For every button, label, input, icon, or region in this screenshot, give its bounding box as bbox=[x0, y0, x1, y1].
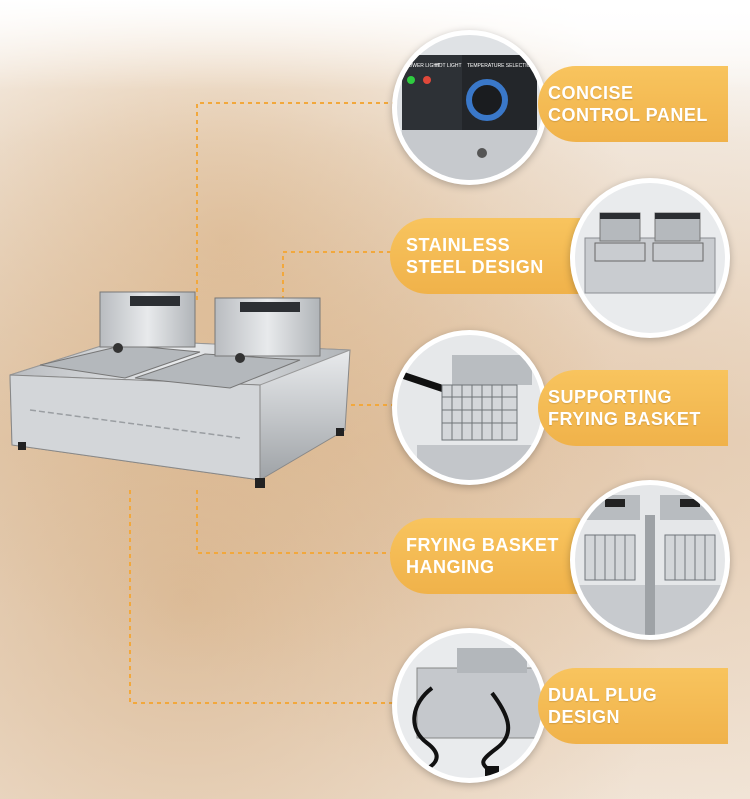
steel-fryer-icon bbox=[575, 183, 725, 333]
feature-line1: DUAL PLUG bbox=[548, 685, 658, 705]
basket-hanging-bubble bbox=[570, 480, 730, 640]
temperature-label: TEMPERATURE SELECTION bbox=[467, 63, 535, 69]
feature-frying-basket-label: SUPPORTING FRYING BASKET bbox=[538, 370, 728, 446]
feature-line1: CONCISE bbox=[548, 83, 634, 103]
feature-stainless-label: STAINLESS STEEL DESIGN bbox=[390, 218, 580, 294]
control-panel-icon: POWER LIGHT HOT LIGHT TEMPERATURE SELECT… bbox=[397, 35, 542, 180]
feature-line1: SUPPORTING bbox=[548, 387, 673, 407]
feature-control-panel-label: CONCISE CONTROL PANEL bbox=[538, 66, 728, 142]
connector-stainless-steel bbox=[282, 251, 398, 300]
double-fryer-image bbox=[9, 291, 351, 488]
feature-line2: HANGING bbox=[406, 557, 495, 577]
feature-dual-plug-label: DUAL PLUG DESIGN bbox=[538, 668, 728, 744]
control-panel-bubble: POWER LIGHT HOT LIGHT TEMPERATURE SELECT… bbox=[392, 30, 547, 185]
frying-basket-icon bbox=[397, 335, 542, 480]
stainless-steel-bubble bbox=[570, 178, 730, 338]
feature-basket-hanging-label: FRYING BASKET HANGING bbox=[390, 518, 580, 594]
feature-line1: FRYING BASKET bbox=[406, 535, 559, 555]
connector-dual-plug bbox=[129, 490, 398, 704]
power-light-label: POWER LIGHT bbox=[405, 63, 440, 69]
connector-control-panel bbox=[196, 102, 396, 300]
dual-plug-bubble bbox=[392, 628, 547, 783]
feature-line2: DESIGN bbox=[548, 707, 621, 727]
feature-line2: FRYING BASKET bbox=[548, 409, 701, 429]
feature-line1: STAINLESS bbox=[406, 235, 511, 255]
hot-light-label: HOT LIGHT bbox=[435, 63, 462, 69]
power-plug-icon bbox=[397, 633, 542, 778]
frying-basket-bubble bbox=[392, 330, 547, 485]
feature-line2: STEEL DESIGN bbox=[406, 257, 544, 277]
hanging-basket-icon bbox=[575, 485, 725, 635]
feature-line2: CONTROL PANEL bbox=[548, 105, 708, 125]
